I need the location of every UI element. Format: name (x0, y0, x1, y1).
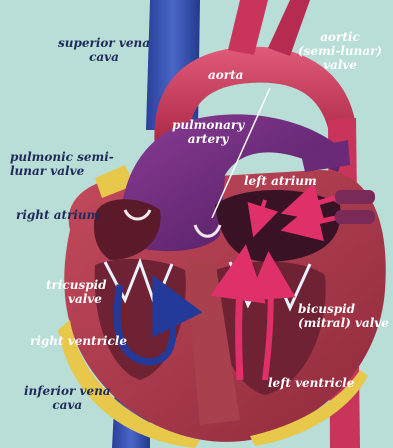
pulmonary-vein (335, 210, 375, 224)
label-pulmonic-valve: pulmonic semi- lunar valve (10, 150, 114, 178)
label-line: tricuspid (46, 278, 107, 292)
label-bicuspid-valve: bicuspid (mitral) valve (298, 302, 389, 330)
label-line: aortic (298, 30, 382, 44)
label-inferior-vena-cava: inferior vena cava (24, 384, 111, 412)
label-line: valve (46, 292, 107, 306)
label-line: (mitral) valve (298, 316, 389, 330)
label-line: bicuspid (298, 302, 389, 316)
label-pulmonary-artery: pulmonary artery (172, 118, 244, 146)
label-superior-vena-cava: superior vena cava (58, 36, 150, 64)
label-line: pulmonic semi- (10, 150, 114, 164)
label-line: valve (298, 58, 382, 72)
label-line: lunar valve (10, 164, 114, 178)
label-right-atrium: right atrium (16, 208, 99, 222)
aorta-branch (228, 0, 268, 55)
label-line: artery (172, 132, 244, 146)
label-left-ventricle: left ventricle (268, 376, 354, 390)
label-right-ventricle: right ventricle (30, 334, 127, 348)
label-left-atrium: left atrium (244, 174, 317, 188)
label-line: pulmonary (172, 118, 244, 132)
label-aorta: aorta (208, 68, 243, 82)
label-line: cava (24, 398, 111, 412)
label-line: cava (58, 50, 150, 64)
label-line: inferior vena (24, 384, 111, 398)
oxygenated-flow-arrow (239, 272, 242, 380)
label-aortic-valve: aortic (semi-lunar) valve (298, 30, 382, 72)
label-tricuspid-valve: tricuspid valve (46, 278, 107, 306)
label-line: superior vena (58, 36, 150, 50)
pulmonary-vein (335, 190, 375, 204)
label-line: (semi-lunar) (298, 44, 382, 58)
